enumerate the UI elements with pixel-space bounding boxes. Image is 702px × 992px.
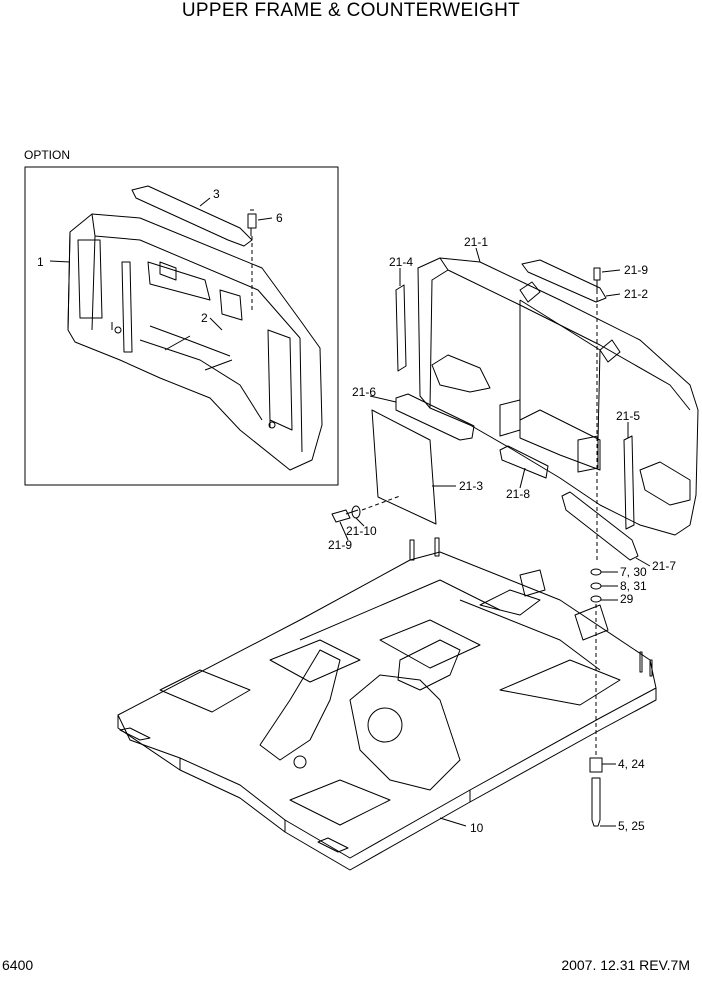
bar-21-2	[521, 259, 607, 303]
page-code: 6400	[2, 957, 34, 973]
plate-3	[131, 185, 253, 247]
callout-3: 3	[213, 187, 220, 201]
callout-29: 29	[620, 592, 634, 606]
plate-21-3	[371, 409, 437, 525]
callout-21-10: 21-10	[346, 524, 377, 538]
callout-4-24: 4, 24	[618, 757, 645, 771]
callout-21-9-upper: 21-9	[624, 263, 648, 277]
callout-6: 6	[276, 211, 283, 225]
washer-7-30	[590, 568, 602, 576]
callout-1: 1	[37, 255, 44, 269]
callout-8-31: 8, 31	[620, 579, 647, 593]
callout-21-6: 21-6	[352, 385, 376, 399]
callout-21-5: 21-5	[616, 409, 640, 423]
callout-5-25: 5, 25	[618, 819, 645, 833]
callout-21-9-lower: 21-9	[328, 538, 352, 552]
block-21-6	[395, 393, 475, 441]
strip-21-4	[395, 284, 407, 372]
upper-frame-10	[117, 537, 657, 871]
callout-21-3: 21-3	[459, 479, 483, 493]
callout-21-4: 21-4	[389, 255, 413, 269]
option-box	[24, 166, 339, 486]
bolt-5-25	[591, 777, 601, 827]
spacer-4-24	[589, 757, 603, 773]
bolt-21-9-upper	[593, 267, 601, 290]
bolt-21-9-lower	[331, 509, 359, 523]
bar-21-7	[561, 491, 639, 561]
callout-7-30: 7, 30	[620, 565, 647, 579]
callout-21-8: 21-8	[506, 487, 530, 501]
callout-10: 10	[470, 821, 484, 835]
callout-21-1: 21-1	[464, 235, 488, 249]
strip-21-5	[623, 435, 635, 530]
option-counterweight	[67, 213, 323, 471]
washer-29	[590, 595, 602, 603]
bolt-6	[247, 209, 257, 236]
page-title: UPPER FRAME & COUNTERWEIGHT	[181, 0, 521, 21]
washer-8-31	[590, 582, 602, 590]
option-label: OPTION	[24, 148, 71, 162]
callout-2: 2	[201, 311, 208, 325]
counterweight-21-1	[417, 257, 699, 536]
callout-21-7: 21-7	[652, 559, 676, 573]
date-revision: 2007. 12.31 REV.7M	[561, 957, 690, 973]
block-21-8	[499, 445, 549, 479]
callout-21-2: 21-2	[624, 287, 648, 301]
